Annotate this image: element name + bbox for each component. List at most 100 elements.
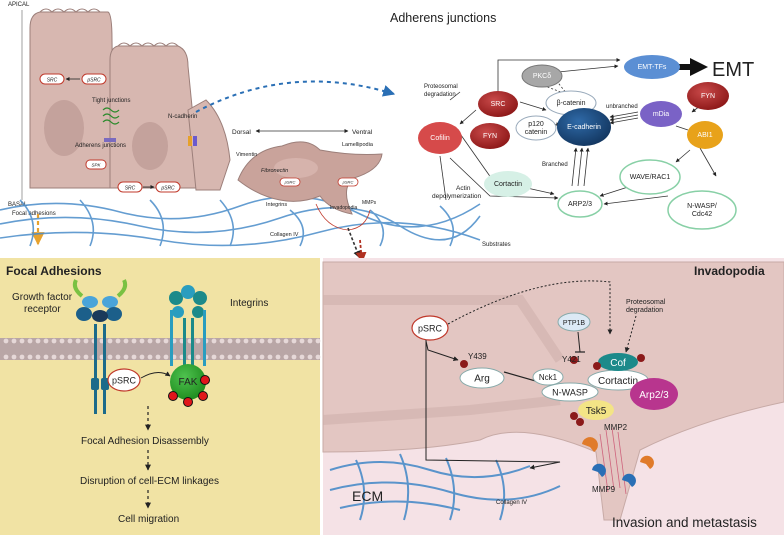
spk-label: SPK (91, 163, 101, 168)
ncadherin-label: N-cadherin (168, 114, 197, 120)
tsk5-node (578, 400, 614, 420)
psrc-label-2: pSRC (160, 186, 175, 192)
dorsal-label: Dorsal (232, 129, 251, 136)
invadopodia-panel: Invadopodia pSRC Y439 Arg PTP1B Proteoso… (322, 258, 784, 535)
collagen-mesh-top (0, 195, 481, 247)
arg-label: Arg (474, 374, 490, 385)
adherens-title: Adherens junctions (390, 11, 496, 25)
node-ecadherin (557, 108, 611, 146)
integrins-label-small: Integrins (266, 202, 287, 208)
signaling-network: Adherens junctions EMT (390, 11, 754, 248)
unbranched-label: unbranched (606, 104, 638, 110)
emt-big-arrow (666, 58, 708, 76)
invado-panel-title: Invadopodia (694, 264, 765, 278)
collagen-label-small: Collagen IV (270, 232, 299, 238)
migrating-cell-body (237, 141, 383, 215)
fak-label: FAK (179, 377, 198, 388)
node-abi1-label: ABI1 (697, 132, 712, 139)
node-p120-line2: catenin (525, 129, 548, 136)
node-ecadherin-label: E-cadherin (567, 124, 601, 131)
y439-label: Y439 (468, 352, 487, 361)
mmp2-shape (582, 437, 598, 452)
tight-junction-mark (102, 107, 120, 125)
ptp1b-label: PTP1B (563, 320, 586, 327)
focal-psrc-node (107, 368, 141, 392)
invado-psrc-node (411, 315, 449, 341)
node-mdia-label: mDia (653, 111, 669, 118)
psrc-cell-a: pSRC (284, 180, 296, 185)
node-cortactin (484, 171, 532, 197)
cof-node (598, 353, 638, 371)
fak-node (170, 364, 206, 400)
node-fyn-right-label: FYN (701, 93, 715, 100)
src-pill-top (39, 73, 65, 85)
integrins-label: Integrins (230, 298, 268, 309)
node-p120-line1: p120 (528, 121, 544, 128)
fibronectin-label: Fibronectin (261, 168, 288, 174)
growth-factor-line1: Growth factor (12, 292, 73, 303)
adherens-junction-mark (104, 138, 116, 142)
tight-junctions-label: Tight junctions (92, 98, 130, 104)
cof-label: Cof (610, 358, 626, 369)
node-src-label: SRC (491, 101, 506, 108)
focal-adhesions-label: Focal adhesions (12, 211, 56, 217)
node-fyn-left-label: FYN (483, 133, 497, 140)
growth-factor-receptor-shape (72, 279, 128, 414)
node-fyn-right (687, 82, 729, 110)
mmp9-shape (592, 463, 606, 477)
src-label-1: SRC (47, 78, 58, 84)
arp23-label: Arp2/3 (639, 390, 669, 401)
mmps-label-small: MMPs (362, 200, 377, 206)
apical-label: APICAL (8, 2, 30, 8)
node-wave (619, 159, 681, 195)
mmp2-label: MMP2 (604, 423, 628, 432)
invasion-label: Invasion and metastasis (612, 515, 757, 530)
invadopodia-label-small: Invadopodia (330, 205, 357, 211)
focal-step-2: Disruption of cell-ECM linkages (80, 476, 219, 487)
integrin-shape (169, 285, 207, 378)
src-label-2: SRC (125, 186, 136, 192)
arrow-to-network (195, 80, 396, 113)
node-mdia (640, 101, 682, 127)
tsk5-label: Tsk5 (586, 406, 607, 417)
node-arp-label: ARP2/3 (568, 201, 592, 208)
epithelium-illustration: SRC pSRC SRC pSRC SPK APICAL BASAL Tight… (8, 2, 396, 246)
focal-step-3: Cell migration (118, 514, 179, 525)
psrc-label-1: pSRC (86, 78, 101, 84)
epithelial-cell-3 (187, 99, 231, 191)
collagen-bottom-label: Collagen IV (496, 500, 527, 506)
migrating-cell-illustration: Dorsal Ventral Vimentin Lamellipodia Fib… (232, 129, 383, 264)
node-pkc (521, 64, 563, 88)
focal-step-1: Focal Adhesion Disassembly (81, 436, 209, 447)
focal-adhesions-panel: Focal Adhesions Growth factor receptor I… (0, 258, 321, 535)
ptp1b-node (557, 312, 591, 332)
lamellipodia-label: Lamellipodia (342, 142, 374, 148)
focal-psrc-label: pSRC (112, 376, 137, 386)
psrc-pill-top (81, 73, 107, 85)
nucleus-1 (44, 100, 84, 156)
proteosomal-line1: Proteosomal (424, 84, 458, 90)
y421-label: Y421 (562, 355, 581, 364)
node-emt-tfs (624, 55, 680, 79)
nck1-node (532, 368, 564, 386)
node-fyn-left (470, 123, 510, 149)
arg-node (459, 367, 505, 389)
nck1-label: Nck1 (539, 373, 558, 382)
node-cofilin (418, 122, 462, 154)
ecm-label: ECM (352, 488, 383, 504)
focal-panel-title: Focal Adhesions (6, 264, 102, 278)
ventral-label: Ventral (352, 129, 373, 136)
node-wave-label: WAVE/RAC1 (630, 174, 671, 181)
spk-pill (85, 159, 107, 170)
focal-panel-bg (0, 258, 320, 535)
adherens-junctions-label: Adherens junctions (75, 143, 126, 149)
node-p120 (515, 115, 557, 141)
node-src (478, 91, 518, 117)
nucleus-2 (132, 122, 168, 170)
node-nwasp (667, 190, 737, 230)
invado-psrc-label: pSRC (418, 324, 443, 334)
node-beta-catenin-label: β-catenin (557, 100, 586, 107)
node-pkc-label: PKCδ (533, 73, 551, 80)
branched-label: Branched (542, 162, 568, 168)
